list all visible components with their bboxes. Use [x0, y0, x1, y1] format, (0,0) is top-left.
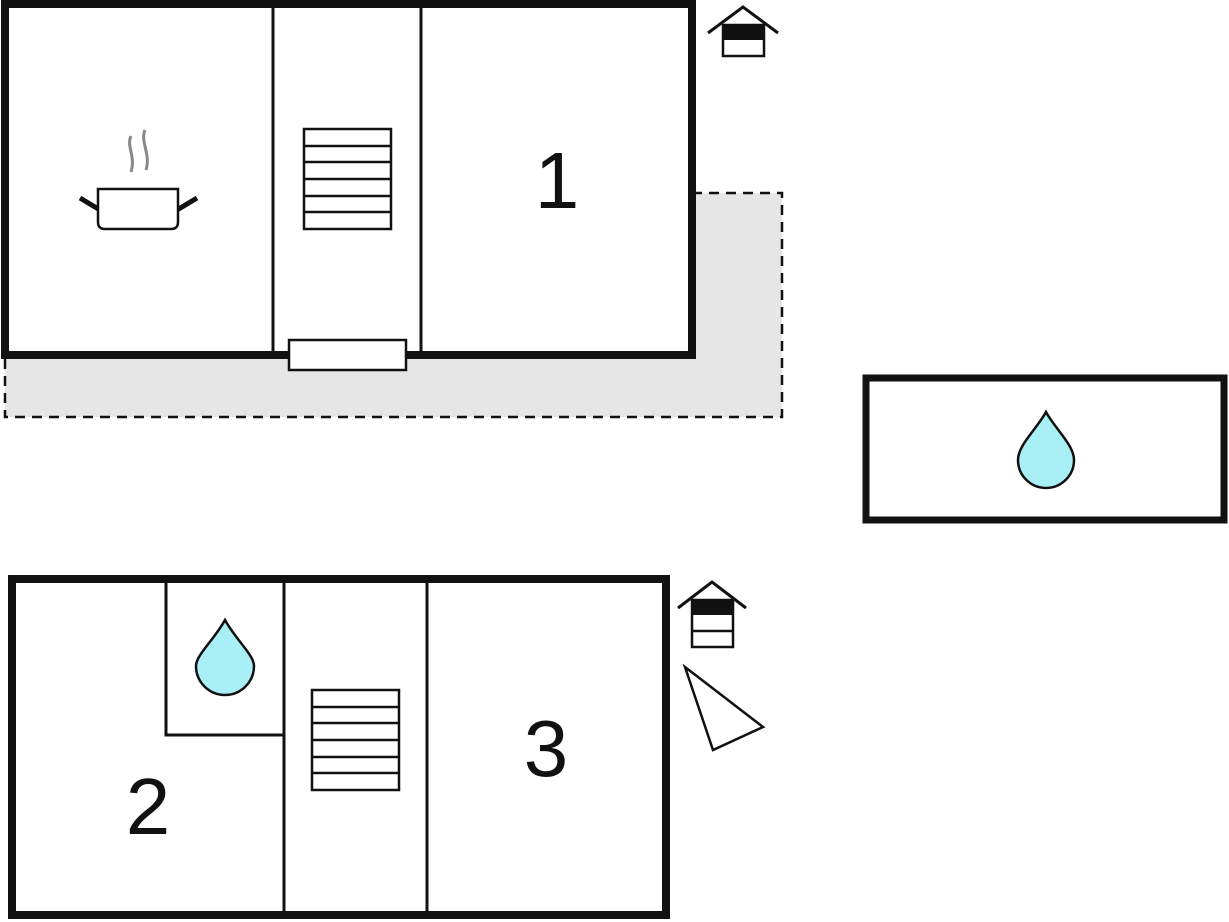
- water-drop-icon: [194, 617, 256, 697]
- north-arrow-icon: [682, 663, 766, 752]
- entrance-door-icon: [287, 338, 408, 372]
- room-number-3: 3: [524, 704, 569, 793]
- pool-plan: [862, 374, 1228, 524]
- water-drop-icon: [1016, 409, 1076, 490]
- room-number-1: 1: [535, 136, 580, 225]
- house-level-upper-icon: [677, 580, 747, 649]
- stairs-icon: [310, 688, 401, 792]
- house-level-ground-icon: [707, 5, 779, 58]
- ground-floor-plan: 1: [1, 0, 784, 419]
- upper-floor-plan: 2 3: [8, 575, 766, 919]
- stairs-icon: [302, 127, 393, 231]
- bathroom-wall: [164, 579, 284, 737]
- cooking-pot-icon: [78, 129, 199, 231]
- room-number-2: 2: [126, 762, 171, 851]
